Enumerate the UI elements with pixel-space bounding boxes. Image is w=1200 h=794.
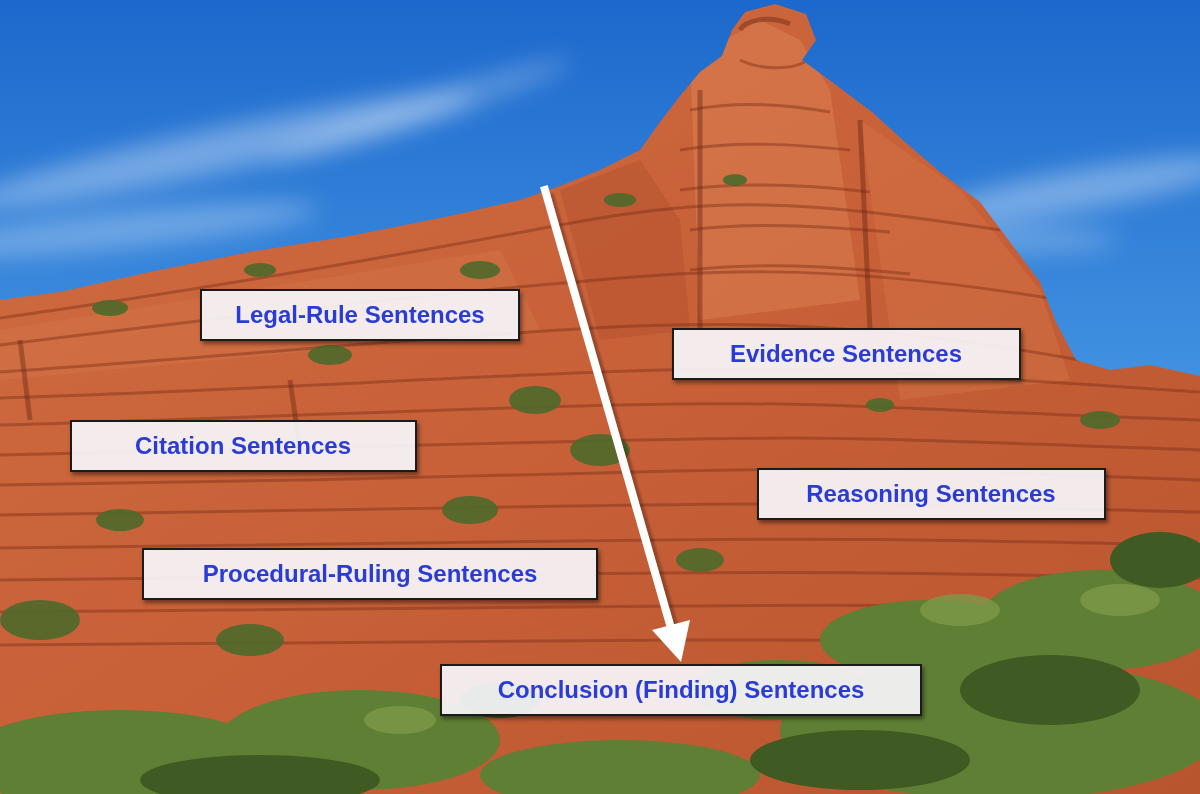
photo-shape	[690, 266, 910, 274]
photo-shape	[244, 263, 276, 277]
photo-shape	[723, 174, 747, 186]
photo-shape	[0, 4, 1200, 794]
photo-shape	[0, 19, 1200, 645]
photo-shape	[0, 74, 479, 225]
photo-shape	[0, 600, 80, 640]
photo-shape	[264, 47, 577, 173]
photo-shape	[1080, 584, 1160, 616]
photo-shape	[680, 185, 870, 192]
photo-shape	[652, 620, 690, 662]
label-box: Citation Sentences	[70, 420, 417, 472]
photo-shape	[442, 496, 498, 524]
photo-shape	[740, 19, 790, 30]
photo-shape	[460, 261, 500, 279]
label-text: Procedural-Ruling Sentences	[203, 561, 538, 587]
photo-shape	[216, 624, 284, 656]
photo-shape	[698, 90, 703, 330]
photo-shape	[20, 19, 870, 450]
photo-shape	[690, 104, 830, 112]
label-text: Citation Sentences	[135, 433, 351, 459]
photo-shape	[0, 60, 1200, 645]
photo-shape	[750, 730, 970, 790]
photo-shape	[364, 584, 1160, 734]
photo-shape	[920, 594, 1000, 626]
photo-shape	[690, 226, 890, 232]
photo-shape	[0, 250, 540, 380]
rock	[0, 4, 1200, 794]
photo-shape	[0, 174, 1120, 656]
photo-shape	[604, 193, 636, 207]
photo-shape	[480, 740, 760, 794]
photo-shape	[140, 755, 380, 794]
photo-shape	[960, 655, 1140, 725]
photo-shape	[509, 386, 561, 414]
label-text: Conclusion (Finding) Sentences	[498, 677, 865, 703]
label-box: Procedural-Ruling Sentences	[142, 548, 598, 600]
photo-shape	[364, 706, 436, 734]
photo-shape	[92, 300, 128, 316]
label-box: Evidence Sentences	[672, 328, 1021, 380]
photo-shape	[140, 532, 1200, 794]
label-text: Evidence Sentences	[730, 341, 962, 367]
photo-shape	[0, 570, 1200, 794]
label-box: Legal-Rule Sentences	[200, 289, 520, 341]
label-text: Reasoning Sentences	[806, 481, 1055, 507]
photo-shape	[866, 398, 894, 412]
photo-shape	[0, 539, 1200, 548]
photo-shape	[308, 345, 352, 365]
vegetation	[0, 174, 1200, 794]
label-box: Conclusion (Finding) Sentences	[440, 664, 922, 716]
photo-shape	[1110, 532, 1200, 588]
photo-shape	[1080, 411, 1120, 429]
label-text: Legal-Rule Sentences	[235, 302, 484, 328]
photo-shape	[860, 120, 870, 330]
photo-shape	[680, 144, 850, 150]
photo-shape	[676, 548, 724, 572]
photo-shape	[20, 340, 30, 420]
photo-shape	[740, 60, 805, 68]
photo-shape	[96, 509, 144, 531]
label-box: Reasoning Sentences	[757, 468, 1106, 520]
